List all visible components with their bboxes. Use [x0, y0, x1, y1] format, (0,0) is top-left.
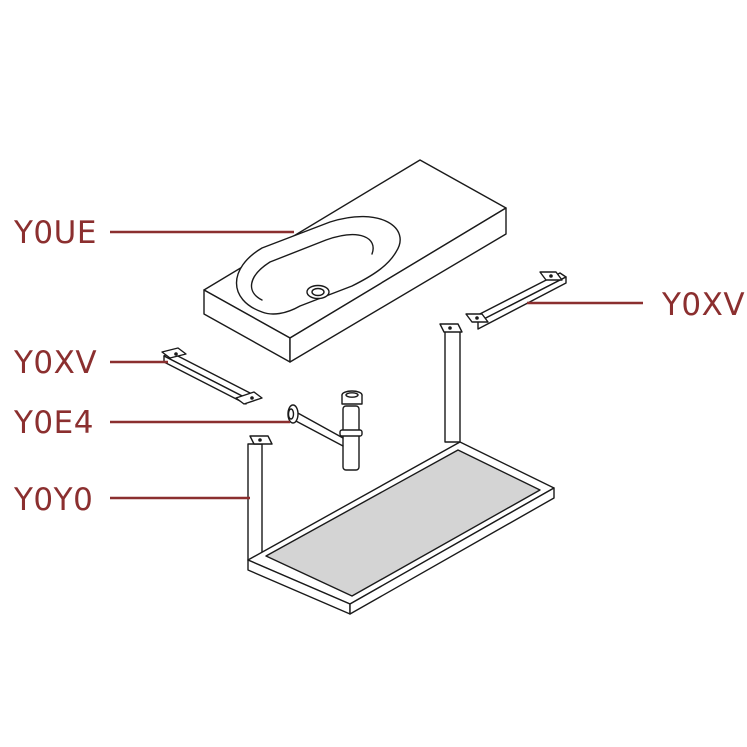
- frame-drawing: [247, 323, 555, 615]
- label-bracket-left: Y0XV: [13, 345, 97, 381]
- washbasin-drawing: [203, 159, 507, 363]
- siphon-drawing: [287, 390, 363, 471]
- label-basin: Y0UE: [13, 215, 97, 251]
- label-frame: Y0Y0: [13, 482, 93, 518]
- label-siphon: Y0E4: [13, 405, 94, 441]
- callout-lines: [110, 230, 643, 500]
- left-bracket-drawing: [161, 347, 263, 405]
- shelf-panel: [265, 449, 541, 597]
- label-bracket-right: Y0XV: [661, 287, 745, 323]
- right-bracket-drawing: [465, 271, 567, 330]
